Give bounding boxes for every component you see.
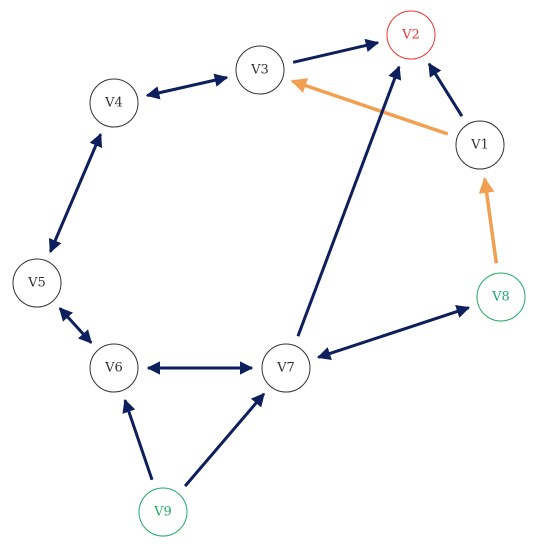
node-v5: V5	[12, 258, 62, 308]
node-circle	[138, 487, 188, 537]
node-v9: V9	[138, 487, 188, 537]
edge-v4-v3	[145, 73, 229, 100]
edge-v1-v2	[427, 62, 464, 117]
edge-v5-v6	[58, 307, 93, 344]
node-label: V1	[470, 138, 489, 153]
node-v8: V8	[476, 272, 526, 322]
edges-layer	[48, 38, 499, 488]
node-label: V4	[104, 96, 123, 111]
node-v7: V7	[261, 343, 311, 393]
node-circle	[386, 10, 436, 60]
edge-v8-v1-highlighted	[478, 177, 499, 264]
node-circle	[235, 45, 285, 95]
edge-v4-v5	[48, 133, 103, 253]
node-label: V2	[401, 28, 420, 43]
node-label: V6	[104, 361, 123, 376]
node-circle	[261, 343, 311, 393]
node-v3: V3	[235, 45, 285, 95]
node-circle	[89, 78, 139, 128]
node-label: V7	[276, 361, 295, 376]
node-v6: V6	[89, 343, 139, 393]
edge-v9-v7	[183, 392, 266, 488]
node-circle	[89, 343, 139, 393]
node-circle	[476, 272, 526, 322]
node-circle	[12, 258, 62, 308]
node-label: V9	[153, 505, 172, 520]
node-v1: V1	[455, 120, 505, 170]
edge-v1-v3-highlighted	[290, 78, 449, 136]
node-label: V5	[27, 276, 46, 291]
node-label: V8	[491, 290, 510, 305]
edge-v3-v2	[292, 38, 380, 64]
node-v4: V4	[89, 78, 139, 128]
node-circle	[455, 120, 505, 170]
edge-v7-v8	[317, 305, 470, 360]
edge-v7-v2	[296, 65, 402, 337]
edge-v9-v6	[122, 398, 154, 481]
node-v2: V2	[386, 10, 436, 60]
node-label: V3	[250, 63, 269, 78]
